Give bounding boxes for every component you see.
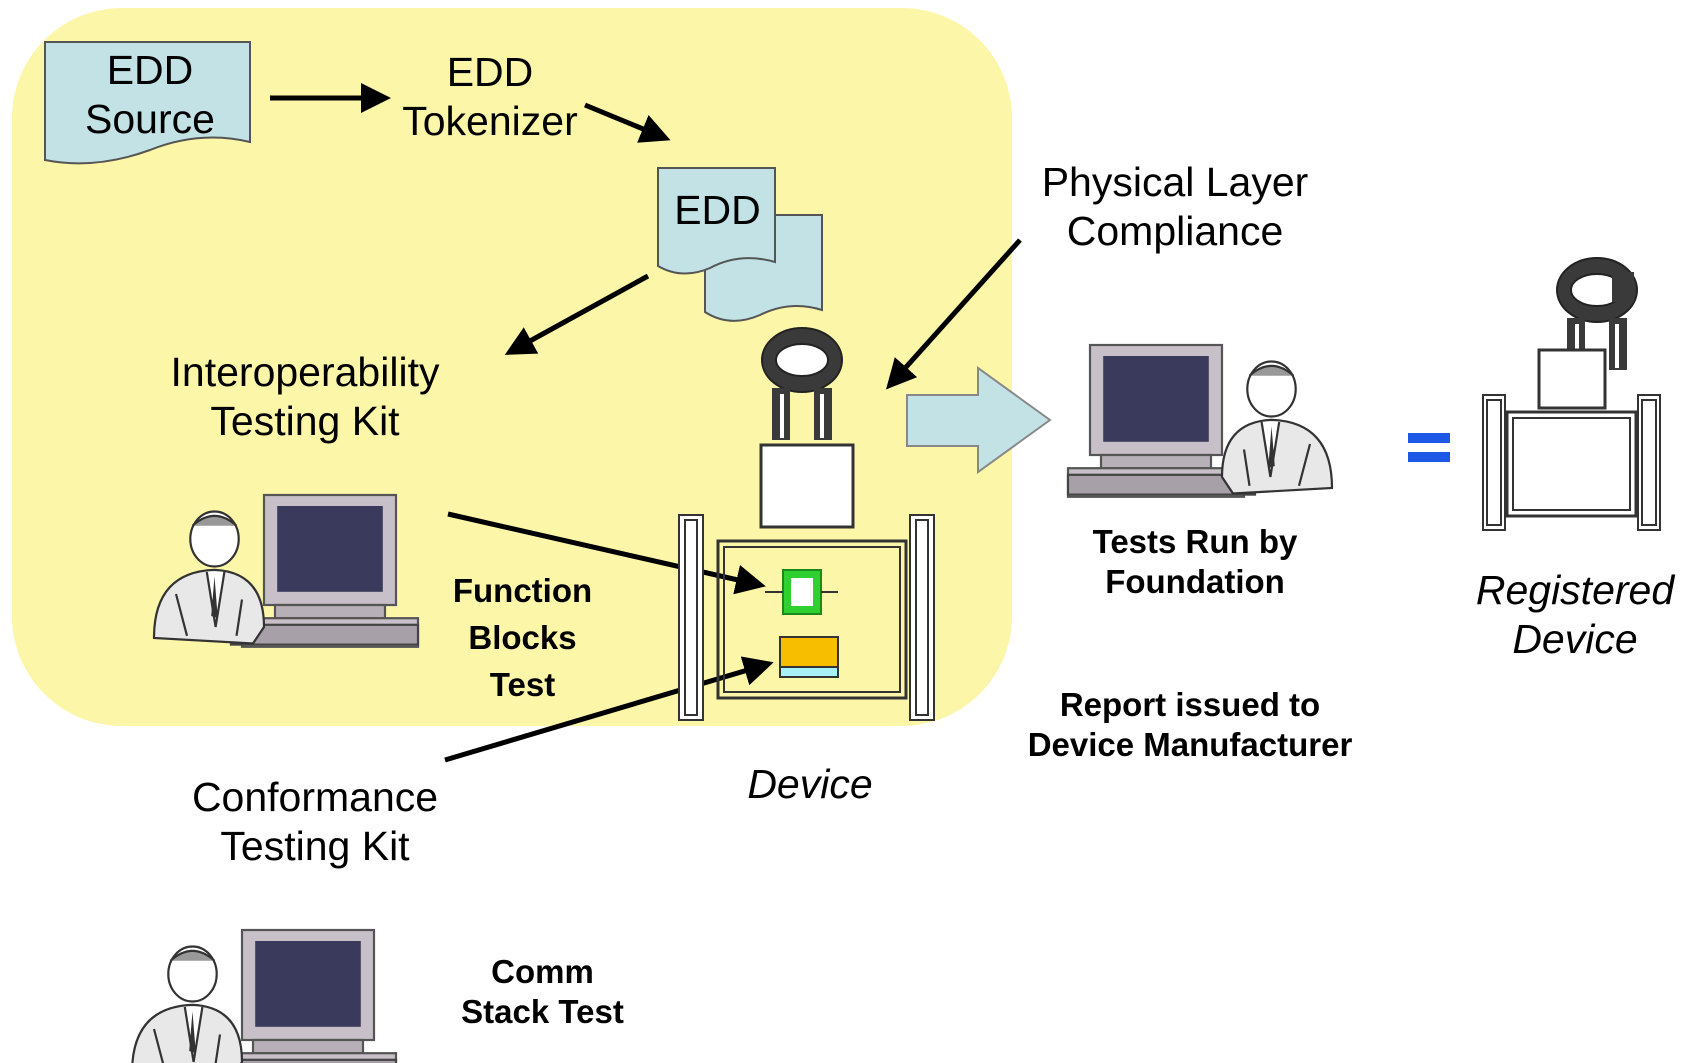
edd-source-document <box>44 41 251 165</box>
edd-document <box>657 167 776 275</box>
person-at-computer-icon <box>1066 343 1334 498</box>
equals-icon <box>1408 433 1450 462</box>
flow-arrow <box>906 366 1052 474</box>
edd-label: EDD <box>674 187 761 233</box>
device-label: Device <box>747 761 873 807</box>
device-icon <box>678 327 935 721</box>
registered-device-label: Registered Device <box>1475 567 1675 663</box>
report-issued-label: Report issued to Device Manufacturer <box>1027 686 1353 763</box>
edd-tokenizer-label: EDD Tokenizer <box>402 49 578 145</box>
arrow-edd-to-interop <box>504 273 650 355</box>
arrow-conformance-to-block <box>444 656 774 763</box>
stack-block-icon <box>779 636 839 668</box>
function-blocks-test-label: Function Blocks Test <box>452 572 593 703</box>
arrow-interop-to-function-block <box>447 511 766 595</box>
conformance-kit-label: Conformance Testing Kit <box>191 774 439 870</box>
arrow-tokenizer-to-edd <box>584 102 671 143</box>
tests-run-label: Tests Run by Foundation <box>1092 523 1298 600</box>
person-at-computer-icon <box>130 928 398 1063</box>
interoperability-kit-label: Interoperability Testing Kit <box>170 349 440 445</box>
arrow-physical-to-device <box>885 238 1022 390</box>
physical-layer-label: Physical Layer Compliance <box>1041 159 1309 255</box>
registered-device-icon <box>1482 257 1661 531</box>
edd-source-label: EDD Source <box>85 47 215 143</box>
comm-stack-test-label: Comm Stack Test <box>461 953 624 1030</box>
